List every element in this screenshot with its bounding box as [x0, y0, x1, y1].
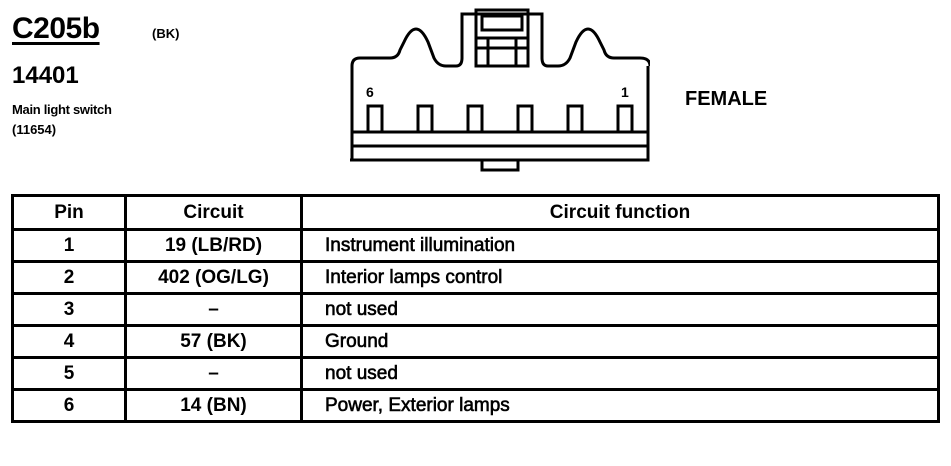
table-row: 4 57 (BK) Ground [11, 324, 940, 359]
circuit-function: Instrument illumination [300, 228, 940, 263]
pin-number: 3 [11, 292, 127, 327]
pinout-table: Pin Circuit Circuit function 1 19 (LB/RD… [11, 194, 940, 423]
connector-description: Main light switch [12, 102, 112, 117]
circuit-function: not used [300, 356, 940, 391]
pin-cavity-4 [466, 104, 484, 134]
connector-part-number: 14401 [12, 62, 79, 89]
connector-housing-right [350, 66, 650, 162]
table-row: 6 14 (BN) Power, Exterior lamps [11, 388, 940, 423]
connector-id: C205b [12, 12, 100, 45]
pinout-header-row: Pin Circuit Circuit function [11, 194, 940, 231]
connector-key [480, 158, 520, 172]
header-circuit: Circuit [124, 194, 303, 231]
header-pin: Pin [11, 194, 127, 231]
pin-cavity-6 [366, 104, 384, 134]
circuit-function: Interior lamps control [300, 260, 940, 295]
circuit-function: Power, Exterior lamps [300, 388, 940, 423]
table-row: 2 402 (OG/LG) Interior lamps control [11, 260, 940, 295]
pin-number: 4 [11, 324, 127, 359]
pin-number: 6 [11, 388, 127, 423]
circuit-code: – [124, 292, 303, 327]
connector-color-code: (BK) [152, 26, 180, 41]
connector-gender: FEMALE [685, 88, 768, 110]
connector-reference: (11654) [12, 122, 57, 137]
pin-label-first: 6 [366, 84, 374, 100]
circuit-code: 19 (LB/RD) [124, 228, 303, 263]
circuit-code: 402 (OG/LG) [124, 260, 303, 295]
pin-label-last: 1 [621, 84, 629, 100]
pin-cavity-1 [616, 104, 634, 134]
circuit-function: not used [300, 292, 940, 327]
pin-number: 2 [11, 260, 127, 295]
pin-cavities [366, 104, 634, 134]
pin-cavity-3 [516, 104, 534, 134]
pin-number: 1 [11, 228, 127, 263]
circuit-code: 57 (BK) [124, 324, 303, 359]
connector-latch-inner [480, 14, 524, 32]
circuit-function: Ground [300, 324, 940, 359]
pin-number: 5 [11, 356, 127, 391]
pin-cavity-5 [416, 104, 434, 134]
header-circuit-function: Circuit function [300, 194, 940, 231]
pin-cavity-2 [566, 104, 584, 134]
table-row: 1 19 (LB/RD) Instrument illumination [11, 228, 940, 263]
circuit-code: – [124, 356, 303, 391]
table-row: 5 – not used [11, 356, 940, 391]
connector-face-diagram: 6 1 [350, 8, 650, 172]
connector-housing-outline [350, 12, 650, 160]
circuit-code: 14 (BN) [124, 388, 303, 423]
table-row: 3 – not used [11, 292, 940, 327]
